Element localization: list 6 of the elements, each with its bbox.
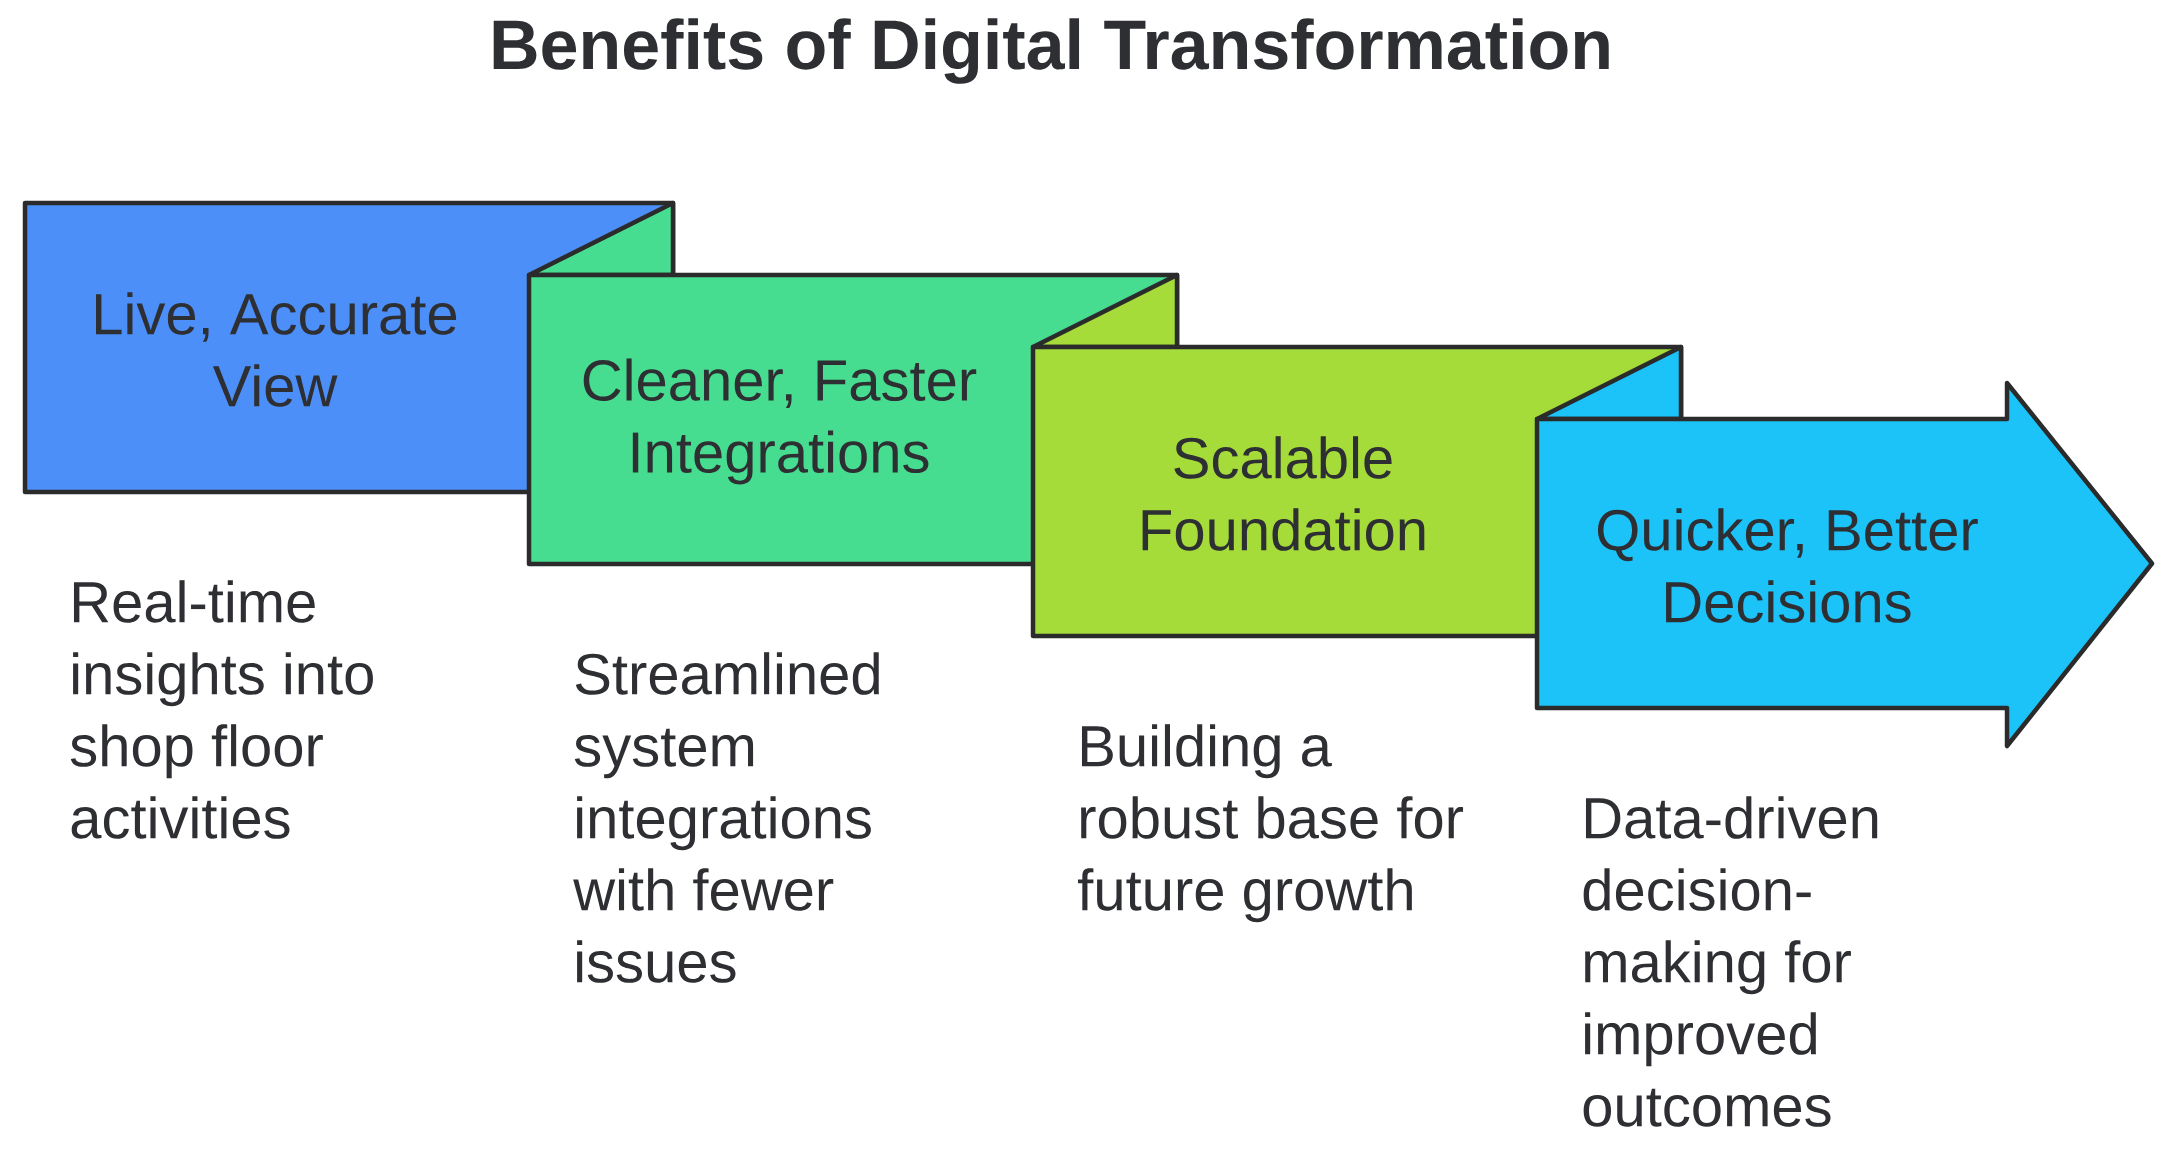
diagram-title: Benefits of Digital Transformation (493, 18, 1609, 84)
description-text: Building a robust base for future growth (1078, 724, 1464, 923)
description-text: Data-driven decision-making for improved outcomes (1583, 796, 1878, 1127)
description-text: Real-time insights into shop floor activities (70, 580, 373, 839)
arrow-banner: Quicker, Better Decisions (1534, 344, 2155, 749)
description-text: Streamlined system integrations with fewer issues (573, 652, 879, 983)
